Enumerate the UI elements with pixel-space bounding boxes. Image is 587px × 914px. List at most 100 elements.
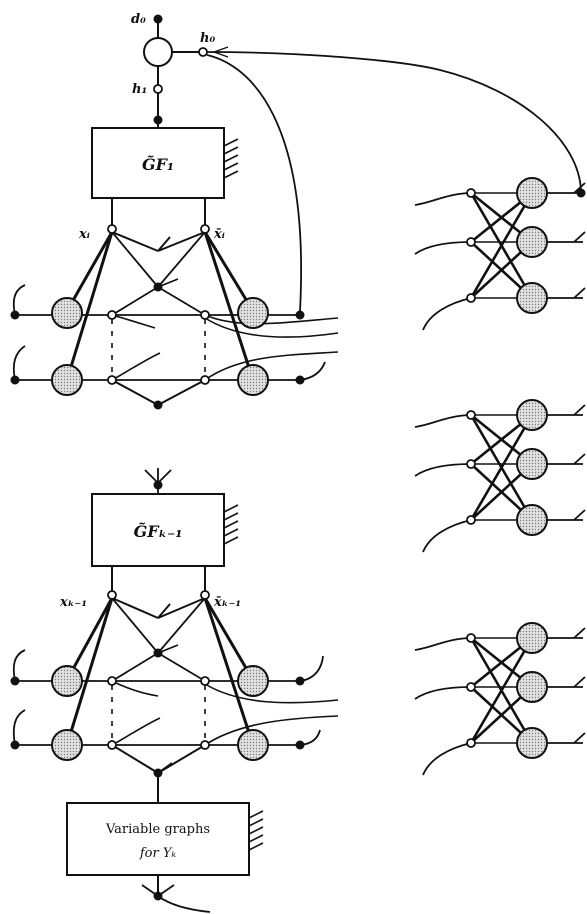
edge [414, 241, 472, 255]
edge [111, 231, 159, 252]
edge [111, 379, 159, 406]
edge [12, 284, 26, 316]
node-black [576, 188, 586, 198]
edge [203, 231, 255, 381]
edge [157, 603, 171, 619]
node-black [153, 648, 163, 658]
box-gfk1: G̃Fₖ₋₁ [91, 468, 239, 567]
arc-h0-down [206, 54, 302, 312]
edge [12, 649, 26, 682]
node-white [466, 237, 476, 247]
node-white [466, 188, 476, 198]
edge [65, 231, 114, 312]
node-shaded [516, 727, 548, 759]
edge [203, 597, 255, 681]
node-xk1-bar [200, 590, 210, 600]
label-xk1-bar: x̄ₖ₋₁ [213, 595, 241, 610]
node-black [295, 676, 305, 686]
edge [157, 231, 206, 252]
edge [573, 404, 586, 416]
edge [111, 231, 159, 288]
label-xi-bar: x̄ᵢ [213, 227, 225, 242]
node-black [295, 375, 305, 385]
edge [111, 597, 159, 654]
edge [157, 895, 211, 913]
edge [204, 683, 339, 704]
node-shaded [516, 399, 548, 431]
node-black [153, 400, 163, 410]
edge [157, 597, 206, 654]
edge [204, 317, 339, 338]
node-white [200, 310, 210, 320]
box-rect [66, 802, 250, 876]
node-white [107, 310, 117, 320]
node-black [153, 282, 163, 292]
node-shaded [51, 364, 83, 396]
edge [422, 519, 472, 553]
edge [111, 680, 159, 697]
edge [65, 597, 114, 681]
edge [111, 597, 159, 619]
node-black [10, 310, 20, 320]
edge [573, 732, 586, 744]
edge [422, 742, 472, 776]
arc-h0-right [206, 51, 582, 193]
node-white [466, 633, 476, 643]
node-black [153, 768, 163, 778]
node-black [153, 480, 163, 490]
node-xk1 [107, 590, 117, 600]
node-xi [107, 224, 117, 234]
label-h1: h₁ [132, 82, 147, 97]
edge [573, 287, 586, 299]
gadget-1-nodes [10, 224, 305, 410]
edge [111, 717, 161, 746]
hatch-ground [223, 138, 239, 179]
box-rect [91, 127, 225, 199]
node-white [200, 740, 210, 750]
edge [111, 352, 161, 381]
node-white [107, 740, 117, 750]
edge [414, 686, 472, 700]
node-h1 [153, 84, 163, 94]
box-rect [91, 493, 225, 567]
label-xi: xᵢ [78, 227, 90, 242]
edge [157, 286, 206, 316]
node-h0 [198, 47, 208, 57]
hatch-ground [223, 504, 239, 545]
node-shaded [516, 622, 548, 654]
node-white [200, 676, 210, 686]
node-black [10, 375, 20, 385]
edge [573, 182, 586, 194]
node-black [153, 891, 163, 901]
edge [299, 361, 326, 381]
node-shaded [51, 729, 83, 761]
node-shaded [516, 282, 548, 314]
edge [414, 192, 472, 206]
edge [157, 231, 206, 288]
node-white [466, 293, 476, 303]
node-black [295, 310, 305, 320]
edge [469, 637, 534, 744]
edge [203, 597, 255, 746]
node-shaded [237, 297, 269, 329]
node-shaded [51, 665, 83, 697]
arrow-ticks [213, 46, 229, 58]
node-shaded [516, 226, 548, 258]
box-label-line2: for Yₖ [139, 846, 177, 861]
edge [157, 379, 206, 406]
node-shaded [237, 364, 269, 396]
node-big [143, 37, 173, 67]
label-h0: h₀ [200, 31, 215, 46]
node-black [10, 676, 20, 686]
node-shaded [516, 504, 548, 536]
node-shaded [516, 177, 548, 209]
edge [111, 314, 156, 329]
edge [414, 637, 472, 651]
node-d0 [153, 14, 163, 24]
node-black [295, 740, 305, 750]
edge [65, 231, 114, 381]
gadget-k1-nodes [10, 590, 305, 778]
node-white [466, 738, 476, 748]
edge [414, 463, 472, 477]
